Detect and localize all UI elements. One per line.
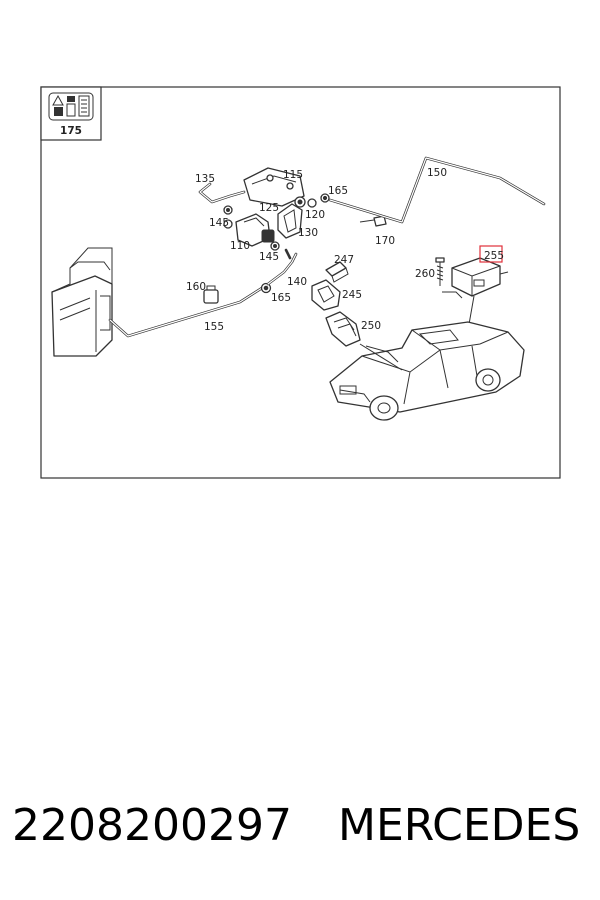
callout-160: 160 (186, 281, 206, 293)
part-247 (325, 261, 349, 283)
callout-250: 250 (361, 320, 381, 332)
badge-label: 175 (60, 125, 82, 137)
callout-145: 145 (209, 217, 229, 229)
control-module-255 (442, 257, 509, 299)
parts-diagram: 175 (40, 86, 561, 479)
connector-160 (203, 285, 219, 304)
manual-icon (78, 95, 90, 117)
callout-245: 245 (342, 289, 362, 301)
washer-pump-110 (223, 213, 275, 247)
callout-165: 165 (328, 185, 348, 197)
caption-bar: 2208200297 MERCEDES (0, 800, 600, 860)
callout-110: 110 (230, 240, 250, 252)
callout-247: 247 (334, 254, 354, 266)
callout-255: 255 (484, 250, 504, 262)
washer-reservoir (51, 247, 113, 357)
badge-box: 175 (40, 86, 102, 141)
highlight-box-255 (479, 245, 503, 263)
connector-165-upper (320, 193, 330, 203)
callout-140: 140 (287, 276, 307, 288)
screw-260 (435, 257, 445, 286)
battery-icon (54, 107, 63, 116)
connector-165-lower (260, 282, 272, 294)
part-number: 2208200297 (12, 800, 292, 851)
callout-115: 115 (283, 169, 303, 181)
callout-120: 120 (305, 209, 325, 221)
callout-150: 150 (427, 167, 447, 179)
diagram-frame (40, 86, 561, 479)
brand-name: MERCEDES (338, 800, 581, 851)
callout-135: 135 (195, 173, 215, 185)
callout-260: 260 (415, 268, 435, 280)
callout-125: 125 (259, 202, 279, 214)
callout-145: 145 (259, 251, 279, 263)
part-120 (307, 198, 317, 208)
callout-170: 170 (375, 235, 395, 247)
callout-130: 130 (298, 227, 318, 239)
seal-130 (277, 203, 303, 239)
callout-155: 155 (204, 321, 224, 333)
bracket-115 (243, 167, 305, 207)
car-illustration (329, 321, 525, 421)
part-125 (294, 196, 306, 208)
part-250 (325, 311, 361, 347)
part-245 (311, 279, 341, 311)
part-170 (359, 215, 387, 227)
callout-165: 165 (271, 292, 291, 304)
warning-triangle-icon (52, 94, 64, 106)
